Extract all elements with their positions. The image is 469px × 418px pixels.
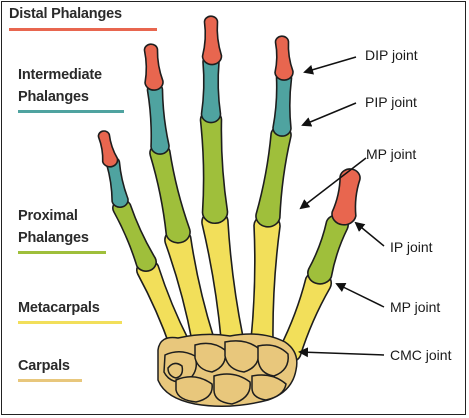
metacarpals-label: Metacarpals [18,299,100,317]
pip-joint-label: PIP joint [365,94,417,110]
ip-joint-label: IP joint [390,239,433,255]
intermediate-phalanges-label-line2: Phalanges [18,88,89,106]
intermediate-underline [18,110,124,113]
proximal-phalanges-label-line1: Proximal [18,207,78,225]
dip-joint-label: DIP joint [365,47,418,63]
distal-middle [203,16,222,64]
mp-thumb-arrow [337,284,384,307]
mp-joint-thumb-label: MP joint [390,299,440,315]
proximal-pinky [113,200,156,271]
proximal-phalanges-label-line2: Phalanges [18,229,89,247]
intermediate-ring [147,83,169,154]
intermediate-index [273,71,292,136]
proximal-ring [150,144,190,243]
proximal-index [256,126,291,227]
mp-joint-finger-label: MP joint [366,146,416,162]
metacarpals-underline [18,321,122,324]
cmc-arrow [300,352,384,355]
distal-ring [144,44,163,90]
proximal-middle [200,111,227,224]
carpals-label: Carpals [18,357,70,375]
proximal-underline [18,251,106,254]
metacarpal-index [251,214,280,350]
intermediate-phalanges-label-line1: Intermediate [18,66,102,84]
carpal-bones [158,334,297,406]
distal-phalanges-label: Distal Phalanges [9,5,122,23]
distal-thumb [332,169,360,225]
ip-arrow [356,223,384,246]
distal-underline [9,28,157,31]
carpals-underline [18,379,82,382]
distal-index [275,36,293,80]
cmc-joint-label: CMC joint [390,347,451,363]
distal-pinky [98,131,117,167]
pip-arrow [303,103,356,125]
dip-arrow [305,57,356,72]
